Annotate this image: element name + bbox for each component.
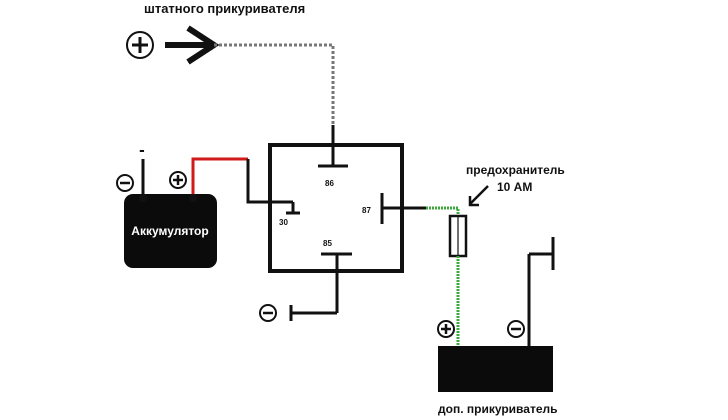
- pointer-arrow-icon: [468, 185, 489, 207]
- top-source-label: штатного прикуривателя: [144, 1, 305, 16]
- relay-pin-30: [250, 200, 300, 215]
- ground-icon-right: [527, 237, 555, 346]
- battery-minus-terminal: [139, 159, 147, 202]
- fuse-name-label: предохранитель: [466, 163, 565, 177]
- ground-icon-bottom: [289, 290, 339, 321]
- pin-86-label: 86: [325, 179, 334, 188]
- pin-85-label: 85: [323, 239, 332, 248]
- aux-plus-icon: [437, 320, 455, 338]
- arrow-icon: [165, 25, 220, 65]
- aux-socket-label: доп. прикуриватель: [438, 402, 558, 416]
- fuse-rating-label: 10 АМ: [497, 180, 532, 194]
- aux-minus-icon: [507, 320, 525, 338]
- aux-socket-body: [438, 346, 553, 392]
- top-plus-icon: [126, 31, 154, 59]
- relay-pin-87: [380, 193, 426, 224]
- battery-plus-icon: [169, 171, 187, 189]
- battery-positive-wire: [189, 157, 252, 204]
- battery-minus-icon: [116, 174, 134, 192]
- bottom-minus-icon: [259, 304, 277, 322]
- fuse-icon: [448, 214, 468, 258]
- signal-wire: [214, 43, 335, 125]
- relay-pin-86: [318, 125, 348, 168]
- relay-pin-85: [321, 252, 352, 290]
- battery-minus-mark: -: [139, 143, 145, 159]
- fuse-input-wire: [426, 206, 460, 216]
- pin-87-label: 87: [362, 206, 371, 215]
- battery-label: Аккумулятор: [131, 224, 208, 238]
- battery-body: [124, 194, 217, 268]
- pin-30-label: 30: [279, 218, 288, 227]
